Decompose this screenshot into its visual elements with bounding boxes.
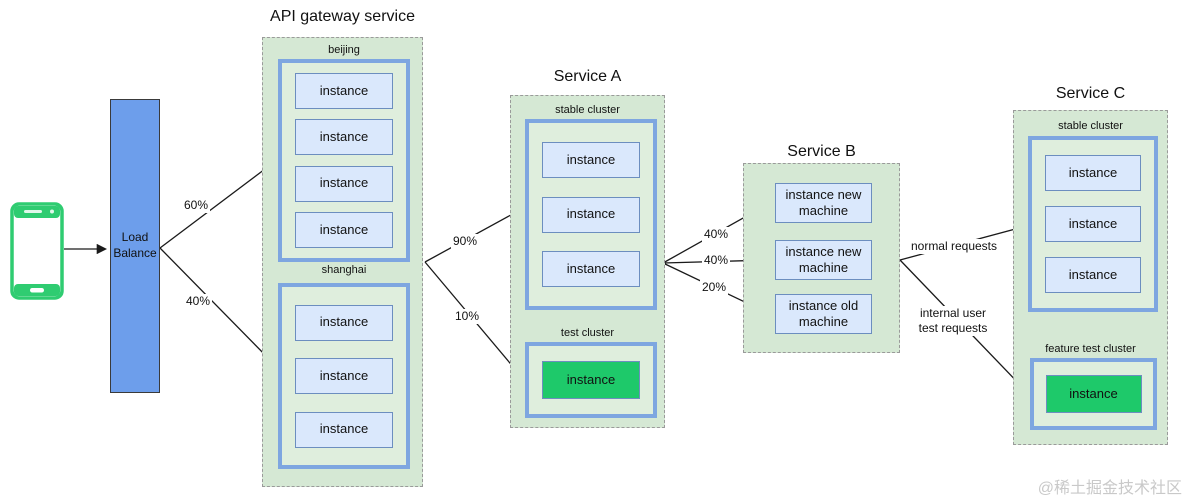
beijing-cluster: instance instance instance instance (278, 59, 410, 262)
service-c-instance[interactable]: instance (1045, 155, 1141, 191)
phone-icon (10, 202, 64, 300)
load-balancer[interactable]: Load Balance (110, 99, 160, 393)
shanghai-cluster: instance instance instance (278, 283, 410, 469)
service-a-test-cluster: instance (525, 342, 657, 418)
edge-label-40-b1: 40% (702, 227, 731, 242)
arrow-lb-to-shanghai (159, 247, 275, 365)
service-c-test-cluster: instance (1030, 358, 1157, 430)
edge-label-20: 20% (700, 280, 729, 295)
service-c-stable-label: stable cluster (1058, 120, 1123, 132)
edge-label-10: 10% (453, 309, 482, 324)
edge-label-40-lb: 40% (184, 294, 213, 309)
arrow-lb-to-beijing (159, 161, 275, 249)
gateway-beijing-instance[interactable]: instance (295, 73, 393, 110)
service-b-title: Service B (787, 143, 856, 160)
service-a-instance[interactable]: instance (542, 196, 640, 233)
edge-label-40-b2: 40% (702, 253, 731, 268)
service-c-instance[interactable]: instance (1045, 257, 1141, 293)
service-c-stable-cluster: instance instance instance (1028, 136, 1158, 312)
gateway-beijing-instance[interactable]: instance (295, 119, 393, 156)
gateway-beijing-instance[interactable]: instance (295, 165, 393, 202)
gateway-shanghai-instance[interactable]: instance (295, 358, 393, 394)
beijing-cluster-label: beijing (328, 44, 360, 56)
service-c-test-label: feature test cluster (1045, 343, 1136, 355)
edge-label-internal-requests: internal user test requests (908, 306, 998, 336)
service-b-instance-old[interactable]: instance old machine (775, 294, 872, 334)
gateway-title: API gateway service (270, 8, 415, 25)
service-a-instance[interactable]: instance (542, 251, 640, 288)
service-b-instance-new-2[interactable]: instance new machine (775, 240, 872, 280)
load-balancer-label: Load Balance (113, 230, 157, 260)
service-a-test-instance[interactable]: instance (542, 361, 640, 399)
edge-label-60: 60% (182, 198, 211, 213)
gateway-shanghai-instance[interactable]: instance (295, 304, 393, 341)
service-a-test-label: test cluster (560, 327, 615, 339)
service-a-title: Service A (553, 68, 622, 85)
gateway-beijing-instance[interactable]: instance (295, 211, 393, 248)
service-b-instance-new-1[interactable]: instance new machine (775, 183, 872, 223)
shanghai-cluster-label: shanghai (321, 264, 367, 276)
service-a-stable-cluster: instance instance instance (525, 119, 657, 310)
service-a-instance[interactable]: instance (542, 141, 640, 178)
gateway-shanghai-instance[interactable]: instance (295, 411, 393, 448)
service-c-title: Service C (1055, 85, 1126, 102)
edge-label-normal-requests: normal requests (905, 239, 1003, 254)
service-c-test-instance[interactable]: instance (1045, 375, 1142, 413)
watermark: @稀土掘金技术社区 (1037, 480, 1182, 497)
service-c-instance[interactable]: instance (1045, 206, 1141, 242)
edge-label-90: 90% (451, 234, 480, 249)
service-a-stable-label: stable cluster (555, 104, 620, 116)
